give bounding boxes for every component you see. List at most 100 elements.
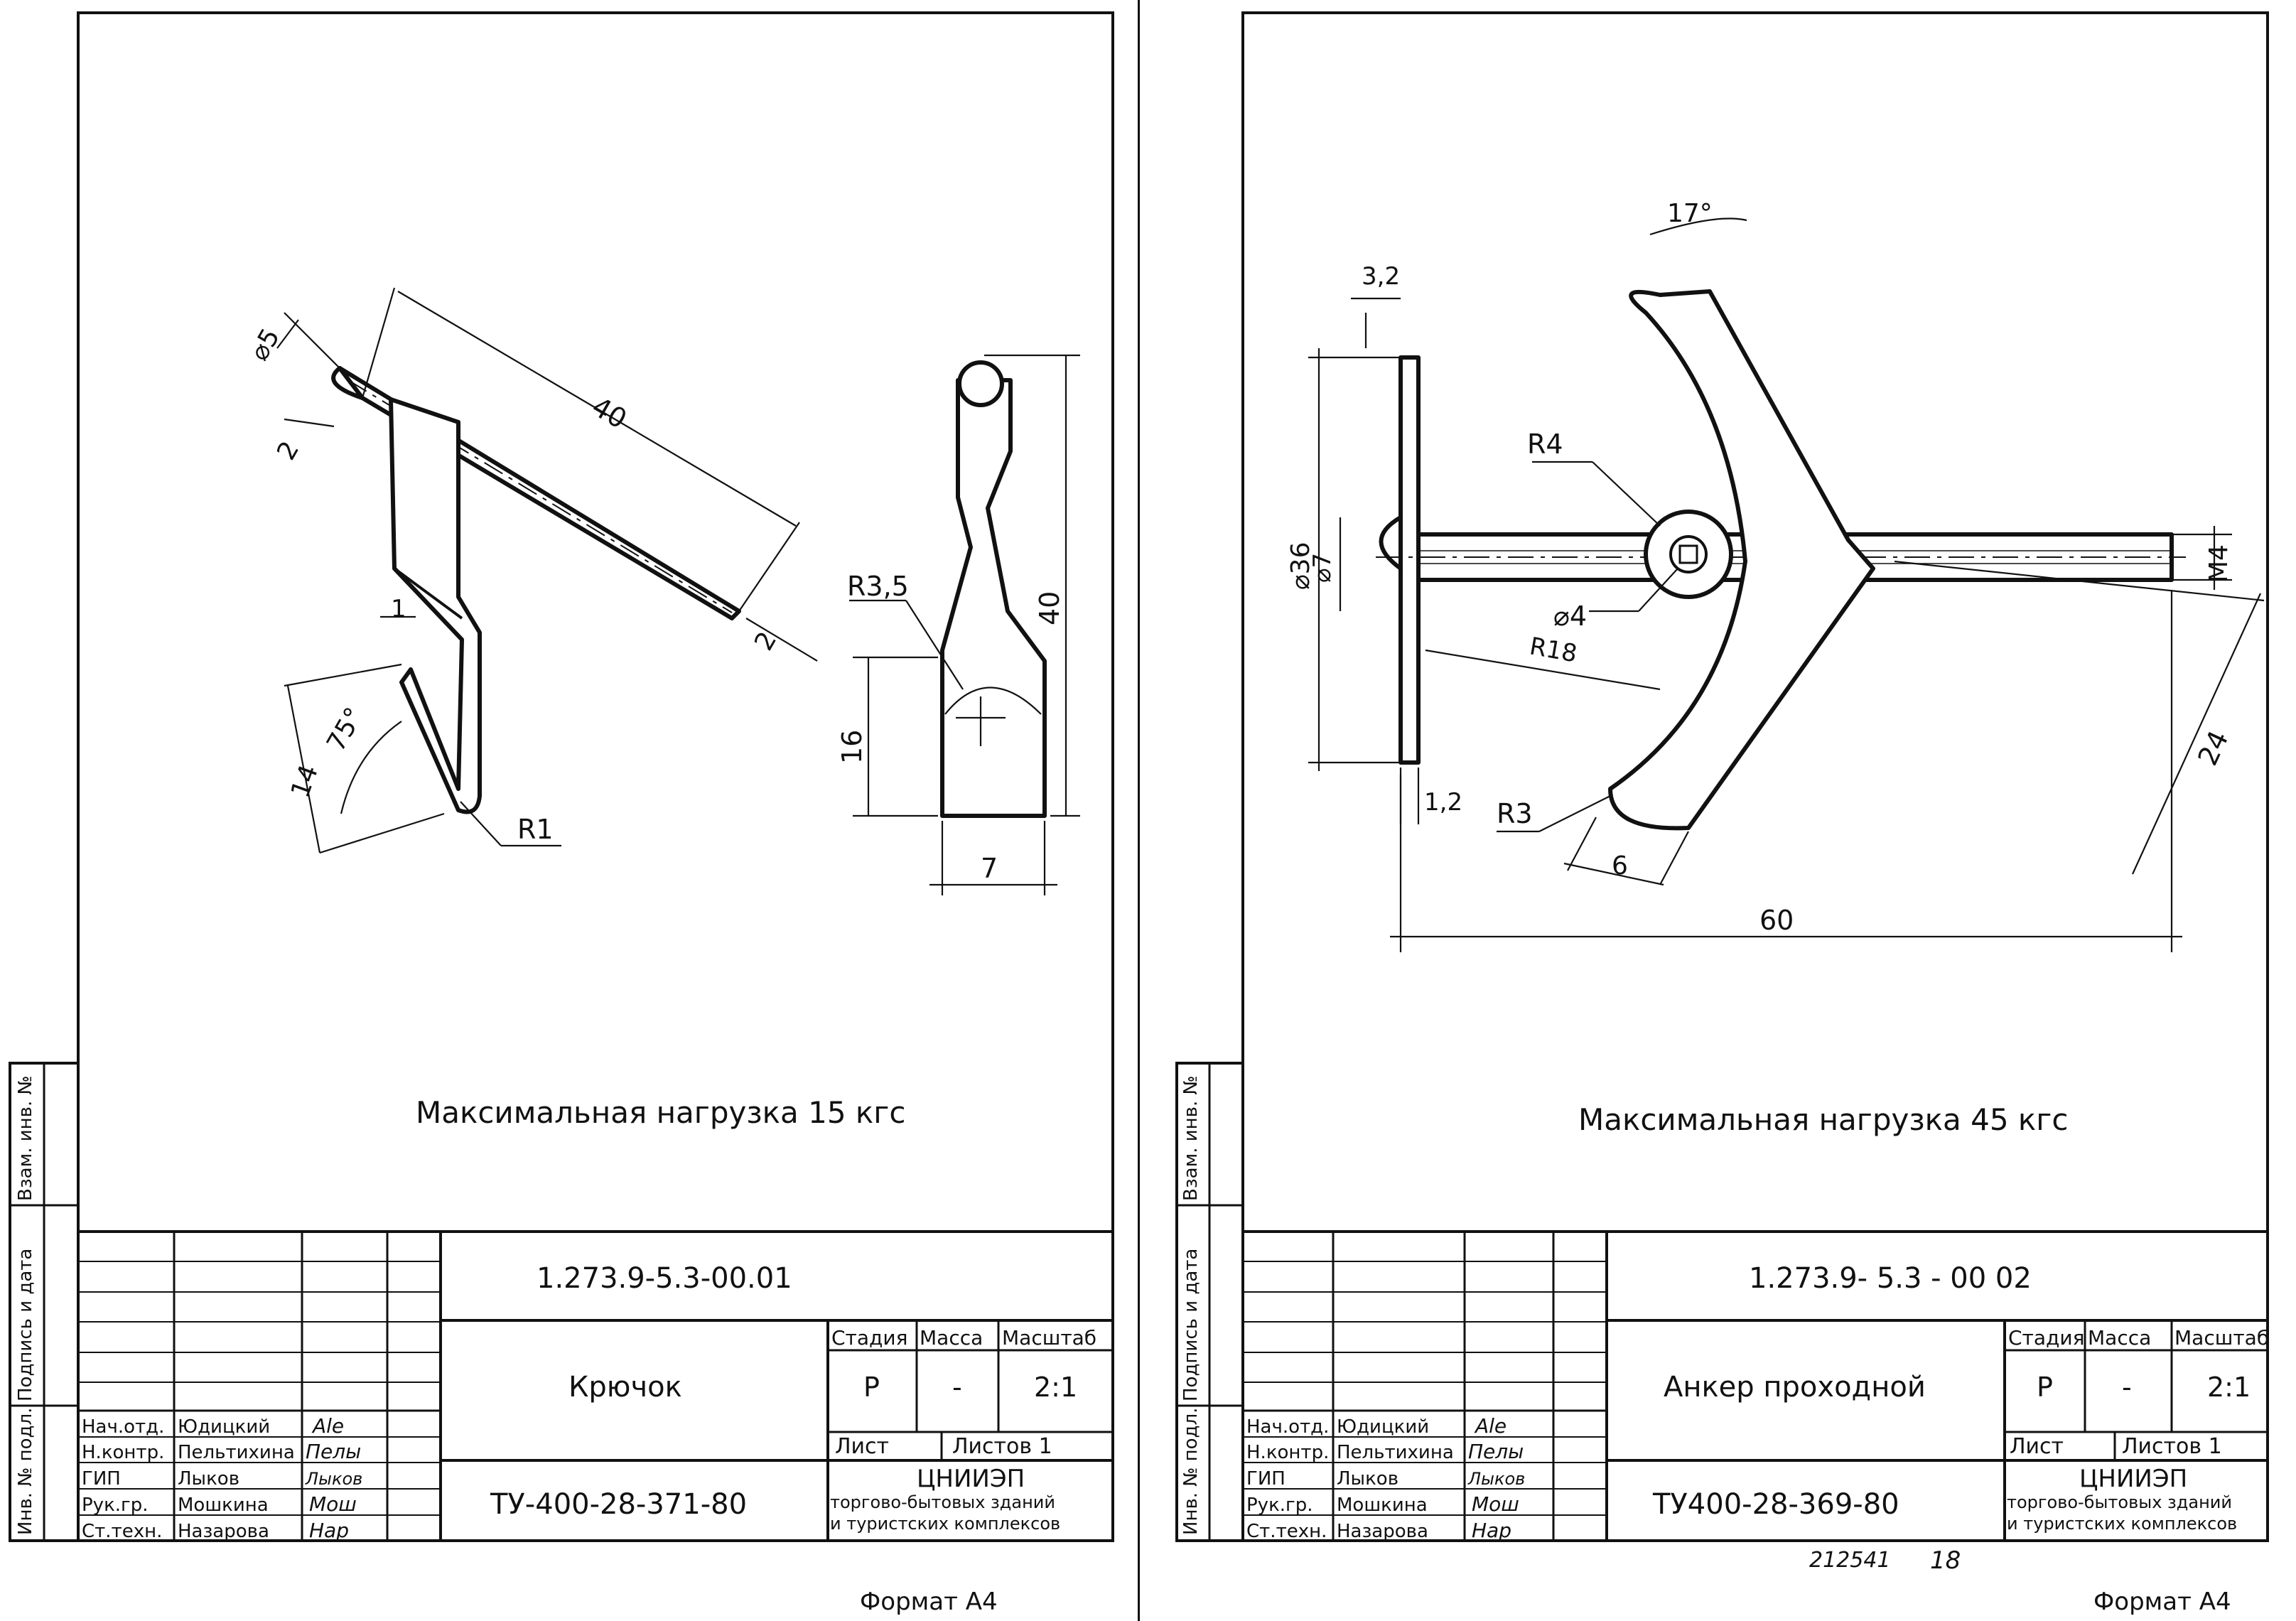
sheet-right-canvas: Инв. № подл. Подпись и дата Взам. инв. №… xyxy=(1175,11,2269,1616)
signature-2: Пелы xyxy=(306,1440,361,1463)
sheets-count: Листов 1 xyxy=(952,1434,1052,1459)
sheet-divider xyxy=(1138,0,1140,1621)
name-3: Лыков xyxy=(1337,1468,1398,1490)
role-senior-tech: Ст.техн. xyxy=(82,1521,162,1542)
signature-5: Нар xyxy=(1472,1519,1511,1542)
dim-40-height: 40 xyxy=(1034,591,1065,625)
name-1: Юдицкий xyxy=(178,1416,270,1438)
side-label-inventory: Инв. № подл. xyxy=(1180,1408,1202,1535)
signature-3: Лыков xyxy=(305,1469,362,1489)
part-name: Крючок xyxy=(568,1371,682,1404)
role-senior-tech: Ст.техн. xyxy=(1246,1521,1327,1542)
role-chief-engineer: ГИП xyxy=(1246,1468,1286,1490)
value-mass: - xyxy=(952,1372,962,1403)
dim-16: 16 xyxy=(836,730,868,764)
dim-60: 60 xyxy=(1759,905,1794,936)
dimensions-left: ⌀5 2 40 2 1 75° 14 R1 xyxy=(244,287,818,854)
signature-4: Мош xyxy=(309,1492,357,1516)
anchor-hub xyxy=(1644,510,1733,599)
dim-d5: ⌀5 xyxy=(244,323,286,365)
sheets-count: Листов 1 xyxy=(2122,1434,2222,1459)
dim-2-b: 2 xyxy=(749,627,782,655)
side-label-inventory: Инв. № подл. xyxy=(15,1408,36,1535)
name-4: Мошкина xyxy=(178,1495,269,1516)
header-stage: Стадия xyxy=(2008,1326,2084,1350)
hook-side-outline xyxy=(940,378,1047,818)
doc-code: 1.273.9-5.3-00.01 xyxy=(537,1262,792,1295)
anchor-washer xyxy=(1398,355,1421,765)
dim-24: 24 xyxy=(2192,726,2234,770)
dim-d36: ⌀36 xyxy=(1286,542,1315,590)
spec-number: ТУ-400-28-371-80 xyxy=(490,1488,747,1521)
hook-pin-head xyxy=(331,366,365,400)
name-2: Пельтихина xyxy=(1337,1442,1454,1463)
org-line-2: торгово-бытовых зданий xyxy=(830,1492,1055,1512)
load-note: Максимальная нагрузка 45 кгс xyxy=(1578,1102,2068,1137)
hook-side-view: 40 16 7 R3,5 xyxy=(836,354,1080,895)
format-label: Формат А4 xyxy=(2093,1588,2231,1616)
header-mass: Масса xyxy=(920,1326,983,1350)
drawing-sheet-left: Инв. № подл. Подпись и дата Взам. инв. №… xyxy=(9,11,1114,1616)
dim-m4: M4 xyxy=(2204,544,2233,583)
dim-r1: R1 xyxy=(517,814,554,845)
dim-7: 7 xyxy=(981,853,998,884)
value-stage: Р xyxy=(863,1372,880,1403)
anchor-head xyxy=(1379,515,1403,571)
value-scale: 2:1 xyxy=(2207,1372,2251,1403)
dim-6: 6 xyxy=(1612,851,1628,880)
title-block-left: Нач.отд. Н.контр. ГИП Рук.гр. Ст.техн. Ю… xyxy=(77,1230,1114,1542)
role-chief-engineer: ГИП xyxy=(82,1468,121,1490)
dim-d4: ⌀4 xyxy=(1553,601,1587,632)
dim-r18: R18 xyxy=(1527,632,1579,668)
dim-d7: ⌀7 xyxy=(1308,553,1337,583)
role-group-lead: Рук.гр. xyxy=(82,1495,148,1516)
header-mass: Масса xyxy=(2088,1326,2151,1350)
role-group-lead: Рук.гр. xyxy=(1246,1495,1313,1516)
value-mass: - xyxy=(2122,1372,2132,1403)
name-5: Назарова xyxy=(1337,1521,1428,1542)
dim-14: 14 xyxy=(286,761,324,802)
name-5: Назарова xyxy=(178,1521,269,1542)
name-2: Пельтихина xyxy=(178,1442,295,1463)
spec-number: ТУ400-28-369-80 xyxy=(1652,1488,1899,1521)
dim-angle-17: 17° xyxy=(1667,199,1713,228)
sheet-left-canvas: Инв. № подл. Подпись и дата Взам. инв. №… xyxy=(9,11,1114,1616)
dim-r3: R3 xyxy=(1497,798,1533,829)
header-scale: Масштаб xyxy=(2174,1326,2269,1350)
name-4: Мошкина xyxy=(1337,1495,1428,1516)
side-label-signature-date: Подпись и дата xyxy=(15,1249,36,1401)
format-label: Формат А4 xyxy=(860,1588,998,1616)
title-block-right: Нач.отд. Н.контр. ГИП Рук.гр. Ст.техн. Ю… xyxy=(1241,1230,2269,1542)
header-stage: Стадия xyxy=(831,1326,907,1350)
name-1: Юдицкий xyxy=(1337,1416,1429,1438)
signature-2: Пелы xyxy=(1468,1440,1524,1463)
role-head: Нач.отд. xyxy=(82,1416,164,1438)
dim-2-a: 2 xyxy=(271,436,305,465)
org-line-2: торгово-бытовых зданий xyxy=(2007,1492,2232,1512)
signature-4: Мош xyxy=(1472,1492,1519,1516)
signature-3: Лыков xyxy=(1467,1469,1525,1489)
side-label-replacement: Взам. инв. № xyxy=(15,1075,36,1201)
org-line-3: и туристских комплексов xyxy=(2007,1514,2237,1534)
side-label-replacement: Взам. инв. № xyxy=(1180,1075,1202,1201)
drawing-sheet-right: Инв. № подл. Подпись и дата Взам. инв. №… xyxy=(1148,0,2296,1621)
dim-angle-75: 75° xyxy=(321,703,369,757)
drawing-frame xyxy=(1241,11,2269,1542)
stamp-number: 212541 xyxy=(1809,1548,1891,1573)
name-3: Лыков xyxy=(178,1468,239,1490)
org-line-3: и туристских комплексов xyxy=(830,1514,1060,1534)
page-number: 18 xyxy=(1930,1546,1961,1575)
angle-arc xyxy=(340,721,402,814)
dim-r4: R4 xyxy=(1527,429,1563,460)
load-note: Максимальная нагрузка 15 кгс xyxy=(416,1095,905,1130)
dim-40-pin: 40 xyxy=(587,391,632,435)
doc-code: 1.273.9- 5.3 - 00 02 xyxy=(1749,1262,2032,1295)
signature-1: Ale xyxy=(311,1414,344,1438)
dim-1-2: 1,2 xyxy=(1424,788,1462,817)
value-stage: Р xyxy=(2037,1372,2053,1403)
dim-3-2: 3,2 xyxy=(1362,262,1400,291)
anchor-butterfly-wing xyxy=(1608,289,1875,831)
org-name: ЦНИИЭП xyxy=(917,1465,1025,1493)
hook-side-head xyxy=(957,360,1004,407)
dim-r3-5: R3,5 xyxy=(847,571,909,602)
